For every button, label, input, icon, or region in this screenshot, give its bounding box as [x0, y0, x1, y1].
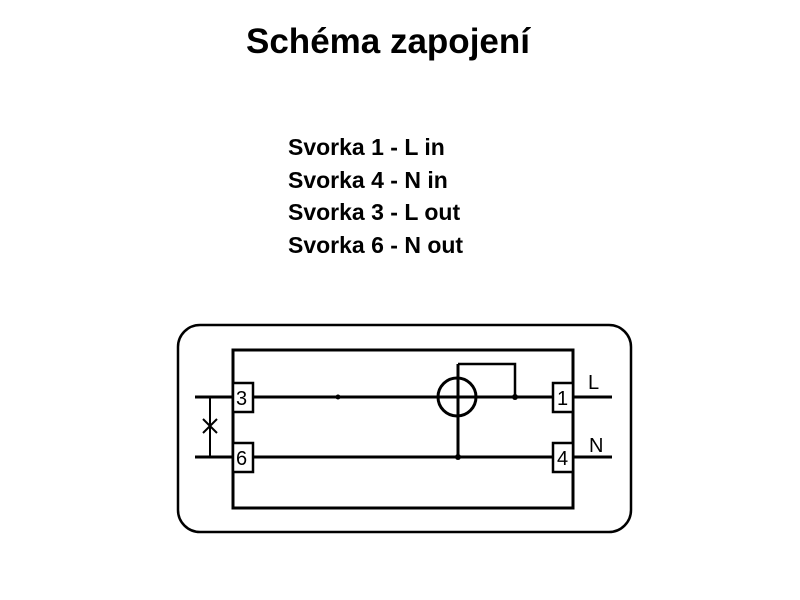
terminal-6-label: 6: [236, 448, 247, 470]
terminal-line: Svorka 3 - L out: [288, 199, 461, 225]
terminal-4-label: 4: [557, 448, 568, 470]
link-cross-icon: [202, 418, 218, 434]
terminal-line: Svorka 6 - N out: [288, 231, 464, 258]
terminal-1-box: [551, 381, 575, 414]
current-loop: [458, 362, 517, 397]
junction-dot: [455, 454, 461, 460]
device-inner-frame: [231, 348, 575, 510]
device-outline: [176, 323, 633, 534]
page-title: Schéma zapojení: [246, 22, 530, 61]
junction-dot: [512, 394, 518, 400]
live-label: L: [588, 372, 599, 394]
terminal-3-box: [231, 381, 255, 414]
neutral-label: N: [589, 435, 603, 457]
terminal-6-box: [231, 441, 255, 474]
terminal-3-label: 3: [236, 388, 247, 410]
terminal-line: Svorka 4 - N in: [288, 166, 448, 193]
junction-dot: [335, 394, 341, 400]
terminal-line: Svorka 1 - L in: [288, 134, 445, 160]
terminal-1-label: 1: [557, 388, 568, 410]
terminal-4-box: [551, 441, 575, 474]
terminal-list: Svorka 1 - L in Svorka 4 - N in Svorka 3…: [288, 131, 463, 261]
